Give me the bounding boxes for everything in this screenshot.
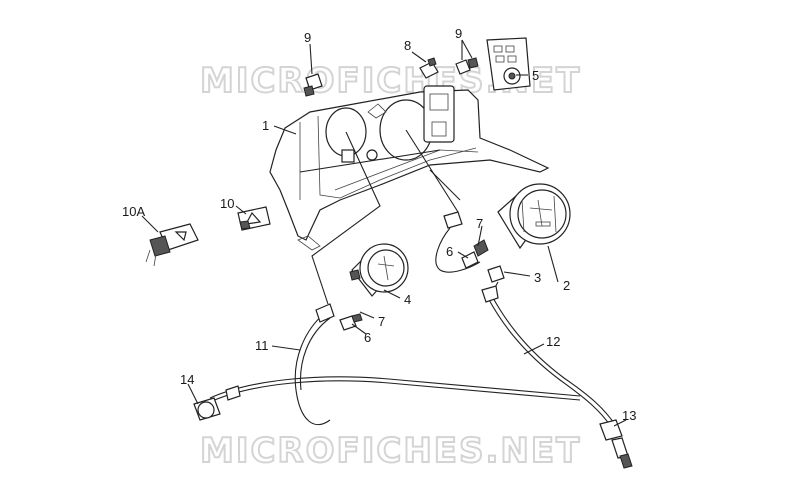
leader-10 — [235, 205, 247, 215]
guide-lamp — [429, 169, 461, 201]
tachometer-cable-11 — [294, 303, 335, 426]
tachometer-4 — [349, 243, 409, 297]
callout-3: 3 — [534, 270, 541, 285]
callout-10A: 10A — [122, 204, 145, 219]
guide-tacho — [311, 131, 381, 305]
callout-9-right: 9 — [455, 26, 462, 41]
bulb-9-left — [303, 73, 323, 97]
callout-13: 13 — [622, 408, 636, 423]
bulb-holder-8 — [419, 57, 439, 79]
leader-14 — [187, 383, 199, 405]
leader-8 — [411, 51, 427, 63]
panel-lamp — [443, 211, 463, 229]
callout-6-upper: 6 — [446, 244, 453, 259]
callout-6-lower: 6 — [364, 330, 371, 345]
callout-7-lower: 7 — [378, 314, 385, 329]
switch-panel-5 — [486, 37, 531, 91]
leader-6-upper — [457, 251, 469, 259]
speedometer-2 — [497, 183, 571, 250]
guide-frame — [299, 149, 441, 173]
callout-11: 11 — [255, 338, 269, 353]
cable-end-13 — [599, 419, 633, 469]
leader-9-right-b — [461, 39, 473, 59]
leader-13 — [613, 419, 627, 427]
callout-10: 10 — [220, 196, 234, 211]
socket-3 — [487, 265, 505, 283]
leader-11 — [271, 345, 301, 351]
hazard-switch-10A — [145, 223, 199, 267]
leader-10A — [141, 215, 159, 233]
leader-9-left — [309, 43, 313, 75]
callout-4: 4 — [404, 292, 411, 307]
bulb-9-right — [455, 57, 479, 75]
callout-5: 5 — [532, 68, 539, 83]
hazard-switch-10 — [237, 206, 271, 231]
callout-1: 1 — [262, 118, 269, 133]
callout-2: 2 — [563, 278, 570, 293]
leader-4 — [383, 289, 401, 299]
watermark-bottom: MICROFICHES.NET — [200, 431, 581, 471]
leader-2 — [547, 245, 559, 283]
leader-7-upper — [477, 225, 483, 247]
leader-7-lower — [359, 311, 375, 319]
leader-12 — [523, 343, 545, 355]
callout-9-left: 9 — [304, 30, 311, 45]
callout-12: 12 — [546, 334, 560, 349]
callout-7-upper: 7 — [476, 216, 483, 231]
callout-8: 8 — [404, 38, 411, 53]
callout-14: 14 — [180, 372, 194, 387]
lamp-wire — [435, 227, 481, 273]
leader-1 — [273, 125, 297, 135]
leader-6-lower — [351, 323, 367, 335]
speedometer-cable-12 — [481, 285, 617, 429]
leader-3 — [503, 271, 531, 277]
guide-speedo — [405, 129, 459, 213]
drive-cable-14 — [193, 376, 581, 421]
bulb-6-upper — [461, 239, 489, 269]
bulb-6-lower — [339, 313, 363, 331]
